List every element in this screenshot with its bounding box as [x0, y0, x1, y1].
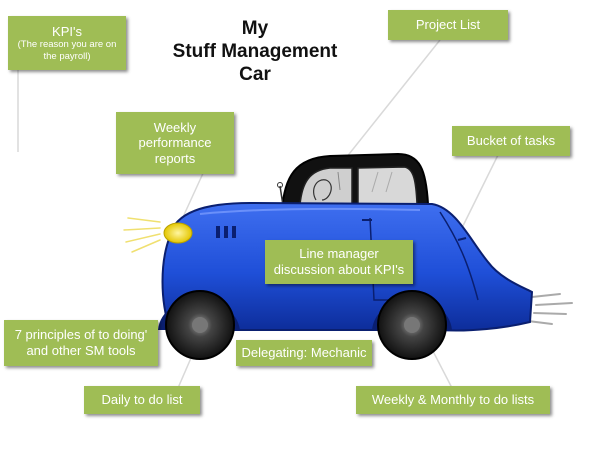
grille-slot	[232, 226, 236, 238]
label-daily-list-text: Daily to do list	[101, 392, 183, 408]
headlight-beams	[123, 217, 161, 253]
title-line-1: My	[241, 18, 269, 39]
label-kpis-sub-2: the payroll)	[43, 50, 91, 62]
label-project-list: Project List	[388, 10, 508, 40]
label-line-manager: Line manager discussion about KPI's	[265, 240, 413, 284]
label-seven-principles-line-2: and other SM tools	[26, 343, 136, 358]
label-daily-list: Daily to do list	[84, 386, 200, 414]
label-weekly-monthly-text: Weekly & Monthly to do lists	[371, 392, 535, 408]
front-wheel	[165, 290, 235, 360]
rear-wheel	[377, 290, 447, 360]
grille-slot	[224, 226, 228, 238]
label-bucket-of-tasks: Bucket of tasks	[452, 126, 570, 156]
label-weekly-reports-line-2: performance	[138, 135, 212, 151]
label-weekly-reports-line-3: reports	[154, 150, 196, 166]
label-kpis-sub-1: (The reason you are on	[17, 39, 117, 51]
label-project-list-text: Project List	[415, 17, 481, 33]
label-kpis-main: KPI's	[52, 23, 82, 39]
page-title: My Stuff Management Car	[150, 18, 360, 86]
label-weekly-reports-line-1: Weekly	[153, 119, 197, 135]
label-delegating-text: Delegating: Mechanic	[241, 345, 367, 361]
grille-slot	[216, 226, 220, 238]
label-line-manager-line-2: discussion about KPI's	[273, 262, 405, 277]
label-weekly-monthly: Weekly & Monthly to do lists	[356, 386, 550, 414]
driver-sketch	[313, 179, 332, 201]
title-line-3: Car	[239, 63, 271, 85]
label-bucket-of-tasks-text: Bucket of tasks	[466, 133, 556, 149]
label-seven-principles: 7 principles of to doing' and other SM t…	[4, 320, 158, 366]
label-weekly-reports: Weekly performance reports	[116, 112, 234, 174]
label-delegating: Delegating: Mechanic	[236, 340, 372, 366]
label-kpis: KPI's (The reason you are on the payroll…	[8, 16, 126, 70]
label-line-manager-line-1: Line manager	[299, 246, 379, 262]
headlight	[163, 222, 193, 244]
exhaust-lines	[527, 293, 573, 325]
title-line-2: Stuff Management	[172, 40, 338, 62]
connector-bucket	[457, 154, 499, 237]
label-seven-principles-line-1: 7 principles of to doing'	[14, 327, 148, 343]
